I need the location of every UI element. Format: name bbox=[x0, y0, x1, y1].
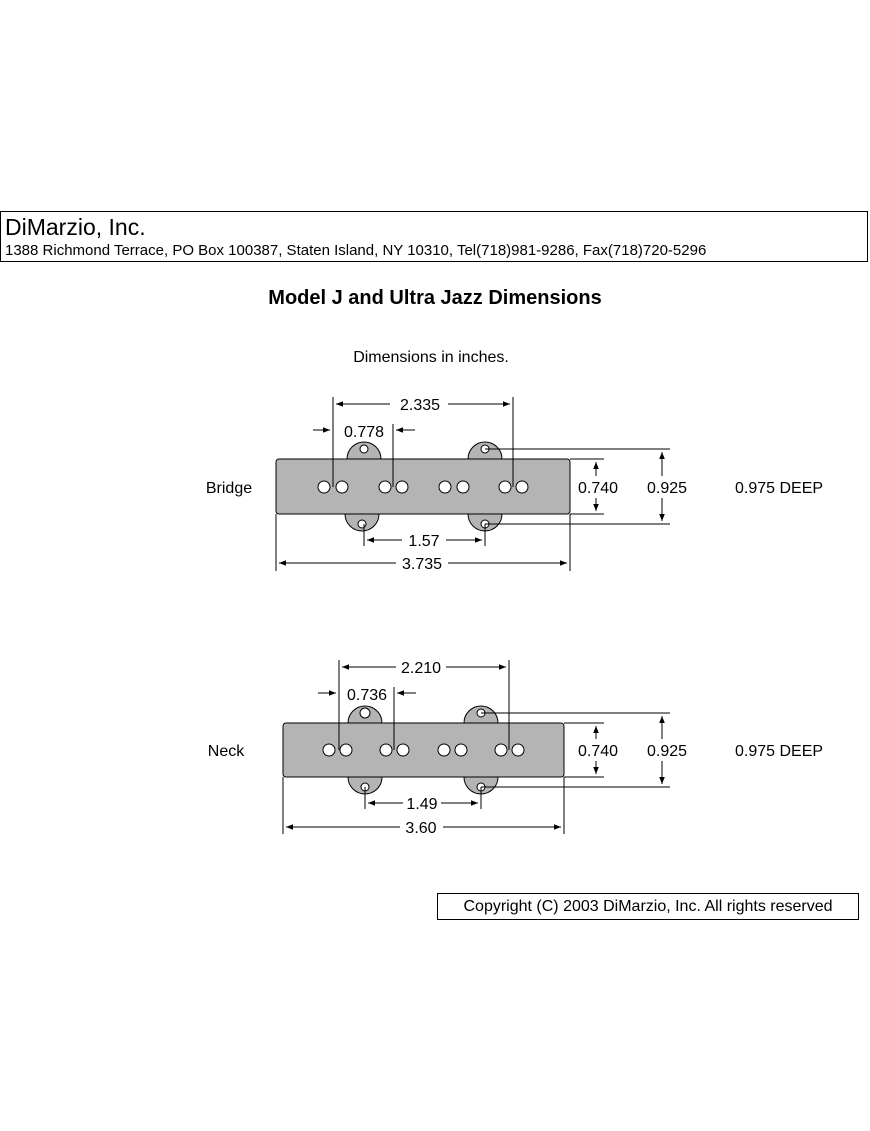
neck-dimension-lines bbox=[282, 660, 670, 834]
bridge-depth-label: 0.975 DEEP bbox=[735, 480, 823, 497]
bridge-mount-spacing-label: 1.57 bbox=[408, 533, 439, 550]
neck-ear-width-label: 0.925 bbox=[647, 743, 687, 760]
neck-pole-piece bbox=[322, 743, 336, 757]
bridge-length-label: 3.735 bbox=[402, 556, 442, 573]
bridge-pole-spacing-label: 2.335 bbox=[400, 397, 440, 414]
neck-pickup-body bbox=[282, 722, 565, 778]
neck-pole-piece bbox=[379, 743, 393, 757]
neck-pole-spacing-label: 2.210 bbox=[401, 660, 441, 677]
neck-pole-piece bbox=[454, 743, 468, 757]
units-note: Dimensions in inches. bbox=[353, 349, 509, 366]
bridge-labels: Bridge 2.335 0.778 1.57 3.735 0.740 0.92… bbox=[206, 397, 823, 573]
bridge-pole-piece bbox=[515, 480, 529, 494]
bridge-pole-piece bbox=[456, 480, 470, 494]
neck-depth-label: 0.975 DEEP bbox=[735, 743, 823, 760]
bridge-pickup-body bbox=[275, 458, 571, 515]
neck-pole-gap-label: 0.736 bbox=[347, 687, 387, 704]
bridge-dimension-lines bbox=[275, 397, 670, 571]
neck-pole-piece bbox=[511, 743, 525, 757]
neck-pole-piece bbox=[339, 743, 353, 757]
neck-width-label: 0.740 bbox=[578, 743, 618, 760]
neck-mount-spacing-label: 1.49 bbox=[406, 796, 437, 813]
neck-pickup-drawing bbox=[282, 705, 565, 795]
bridge-pole-piece bbox=[395, 480, 409, 494]
company-address: 1388 Richmond Terrace, PO Box 100387, St… bbox=[5, 242, 707, 259]
bridge-pickup-drawing bbox=[275, 441, 571, 532]
neck-mount-hole bbox=[359, 707, 371, 719]
copyright-notice: Copyright (C) 2003 DiMarzio, Inc. All ri… bbox=[437, 893, 859, 920]
neck-pole-piece bbox=[494, 743, 508, 757]
neck-label: Neck bbox=[208, 743, 245, 760]
bridge-mount-hole bbox=[357, 519, 367, 529]
company-header: DiMarzio, Inc. 1388 Richmond Terrace, PO… bbox=[0, 211, 868, 262]
bridge-pole-piece bbox=[378, 480, 392, 494]
bridge-pole-piece bbox=[498, 480, 512, 494]
bridge-ear-width-label: 0.925 bbox=[647, 480, 687, 497]
page-title: Model J and Ultra Jazz Dimensions bbox=[268, 287, 602, 309]
bridge-width-label: 0.740 bbox=[578, 480, 618, 497]
neck-length-label: 3.60 bbox=[405, 820, 436, 837]
neck-pole-piece bbox=[437, 743, 451, 757]
bridge-label: Bridge bbox=[206, 480, 252, 497]
neck-pole-piece bbox=[396, 743, 410, 757]
bridge-pole-piece bbox=[335, 480, 349, 494]
bridge-mount-hole bbox=[359, 444, 369, 454]
bridge-pole-piece bbox=[317, 480, 331, 494]
bridge-pole-piece bbox=[438, 480, 452, 494]
neck-labels: Neck 2.210 0.736 1.49 3.60 0.740 0.925 0… bbox=[208, 660, 823, 837]
company-name: DiMarzio, Inc. bbox=[5, 214, 146, 240]
bridge-pole-gap-label: 0.778 bbox=[344, 424, 384, 441]
